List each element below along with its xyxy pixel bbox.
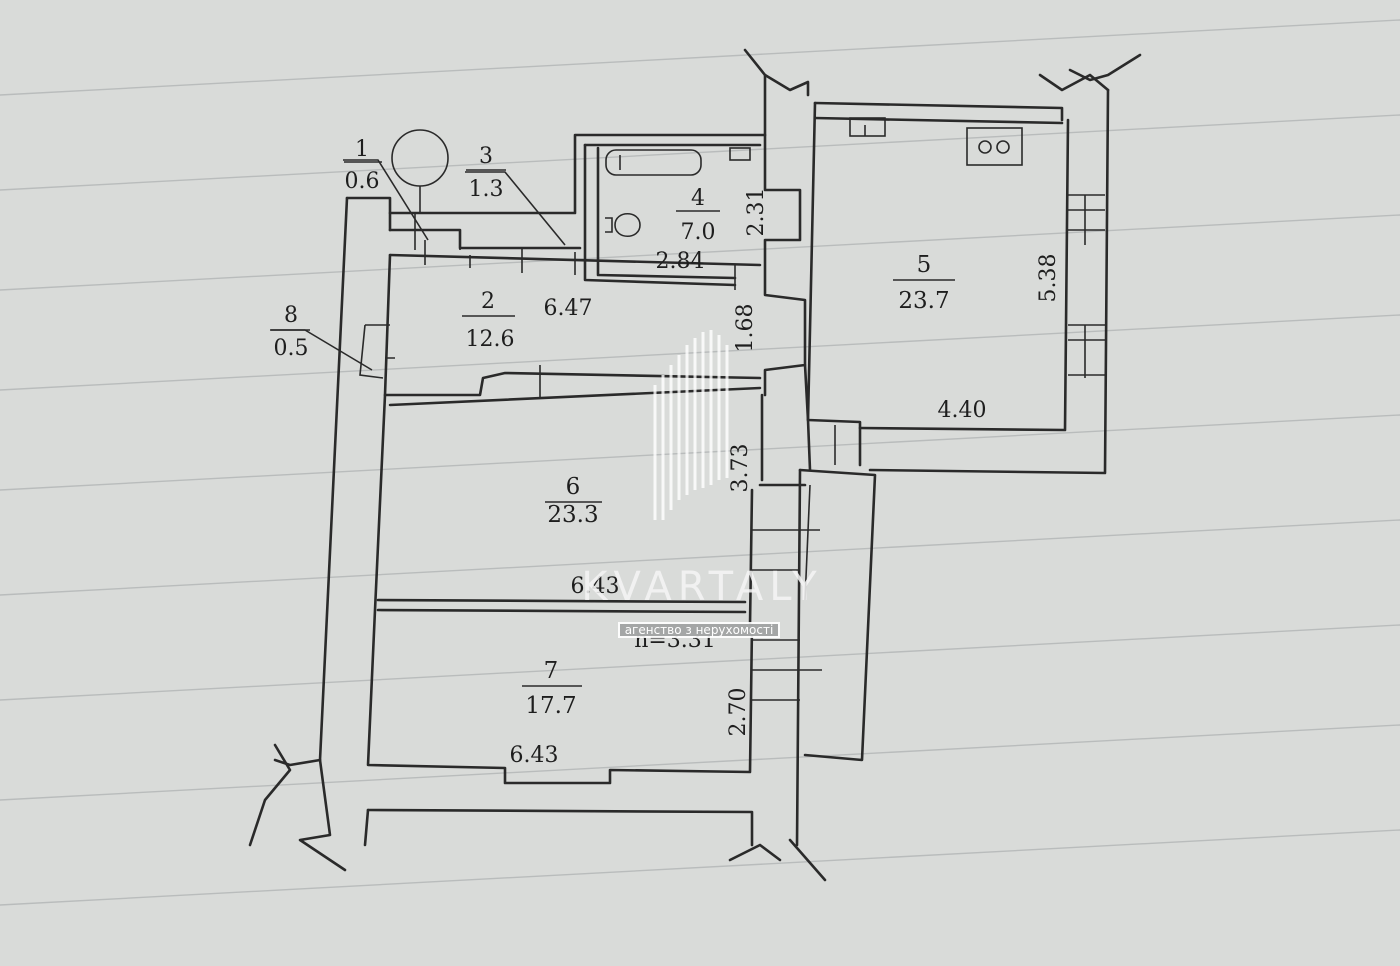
svg-text:5.38: 5.38 — [1036, 254, 1061, 303]
room-label-5: 5 23.7 — [893, 252, 955, 314]
watermark-brand: KVARTALY — [581, 564, 822, 610]
svg-text:3: 3 — [479, 144, 493, 169]
svg-text:3.73: 3.73 — [728, 444, 753, 493]
svg-text:2: 2 — [481, 289, 495, 314]
svg-text:0.5: 0.5 — [274, 336, 309, 361]
svg-text:6: 6 — [566, 474, 581, 500]
svg-text:17.7: 17.7 — [525, 693, 576, 719]
svg-text:5: 5 — [917, 252, 932, 278]
svg-text:6.43: 6.43 — [571, 574, 620, 599]
room-label-4: 4 7.0 — [676, 186, 720, 245]
svg-text:6.43: 6.43 — [510, 743, 559, 768]
svg-text:1: 1 — [355, 137, 369, 162]
leader-lines — [270, 159, 566, 371]
svg-text:23.7: 23.7 — [898, 288, 949, 314]
watermark-logo-bars — [653, 330, 729, 520]
svg-text:2.31: 2.31 — [744, 188, 769, 237]
svg-text:4.40: 4.40 — [938, 398, 987, 423]
room-label-7: 7 17.7 — [522, 658, 582, 719]
svg-text:2.70: 2.70 — [726, 688, 751, 737]
svg-text:7.0: 7.0 — [681, 220, 716, 245]
svg-text:4: 4 — [691, 186, 705, 211]
svg-text:23.3: 23.3 — [547, 502, 598, 528]
room-label-1: 1 0.6 — [344, 137, 382, 194]
walls — [248, 48, 1142, 882]
svg-text:8: 8 — [284, 303, 298, 328]
room-label-2: 2 12.6 — [462, 289, 515, 352]
svg-text:2.84: 2.84 — [656, 249, 705, 274]
svg-text:1.3: 1.3 — [469, 177, 504, 202]
svg-text:0.6: 0.6 — [345, 169, 380, 194]
room-label-6: 6 23.3 — [545, 474, 602, 528]
room-label-8: 8 0.5 — [271, 303, 310, 361]
svg-text:7: 7 — [544, 658, 559, 684]
svg-text:12.6: 12.6 — [466, 327, 515, 352]
svg-text:1.68: 1.68 — [733, 304, 758, 353]
dimension-labels: 6.47 2.31 2.84 1.68 5.38 4.40 3.73 6.43 … — [510, 188, 1061, 768]
watermark-subtitle: агенство з нерухомості — [625, 623, 774, 637]
room-label-3: 3 1.3 — [466, 144, 506, 202]
watermark: KVARTALY агенство з нерухомості — [581, 330, 822, 638]
svg-text:6.47: 6.47 — [544, 296, 593, 321]
paper-grid — [0, 19, 1400, 906]
